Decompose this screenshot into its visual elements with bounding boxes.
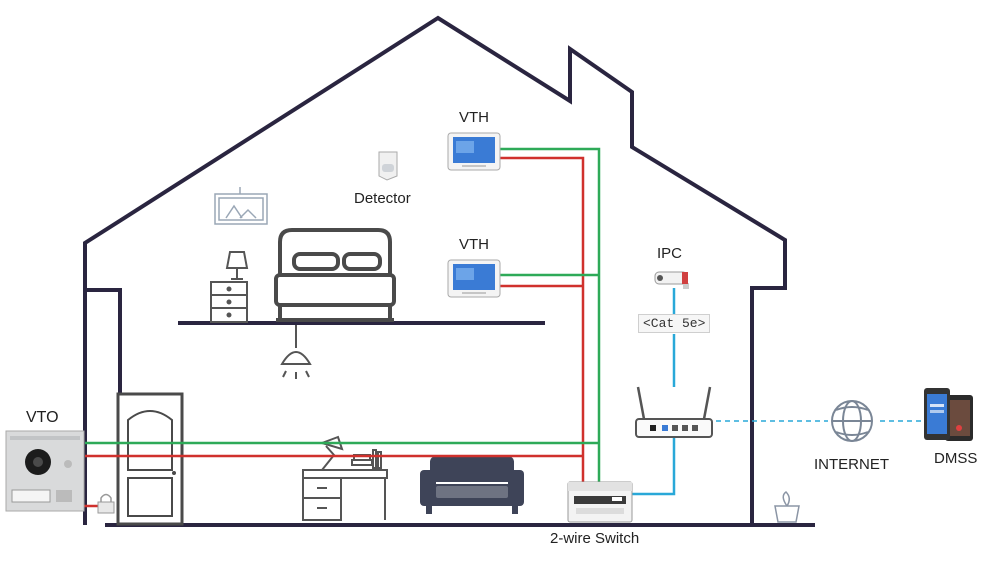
- vto-wall: [83, 243, 122, 395]
- ceiling-lamp-icon: [280, 325, 312, 379]
- cable-type-label: <Cat 5e>: [638, 314, 711, 333]
- house-outline: [83, 15, 787, 525]
- door-icon: [116, 392, 184, 526]
- vto-outdoor-station-icon: [5, 430, 85, 512]
- desk-icon: [302, 435, 388, 521]
- vto-label: VTO: [26, 409, 59, 426]
- lamp-icon: [225, 251, 249, 280]
- two-wire-switch-icon: [567, 481, 633, 523]
- plant-icon: [774, 491, 800, 523]
- sofa-icon: [420, 456, 524, 514]
- vth-label-middle: VTH: [459, 236, 489, 253]
- detector-icon: [378, 151, 398, 181]
- vth-monitor-middle: [447, 259, 501, 298]
- vth-monitor-top: [447, 132, 501, 171]
- internet-label: INTERNET: [814, 456, 889, 473]
- bed-icon: [274, 228, 396, 322]
- lock-icon: [97, 493, 115, 514]
- smartphone-icon: [924, 388, 973, 441]
- red-wire: [82, 156, 585, 508]
- ipc-label: IPC: [657, 245, 683, 262]
- ipc-camera-icon: [654, 271, 689, 289]
- switch-label: 2-wire Switch: [550, 530, 640, 547]
- detector-label: Detector: [354, 190, 411, 207]
- green-wire: [85, 147, 601, 487]
- globe-icon: [831, 400, 873, 442]
- dmss-label: DMSS: [934, 450, 978, 467]
- router-icon: [635, 386, 713, 438]
- network-cable: [632, 288, 676, 496]
- vth-label-top: VTH: [459, 109, 489, 126]
- picture-frame-icon: [214, 187, 268, 225]
- nightstand-icon: [210, 281, 248, 323]
